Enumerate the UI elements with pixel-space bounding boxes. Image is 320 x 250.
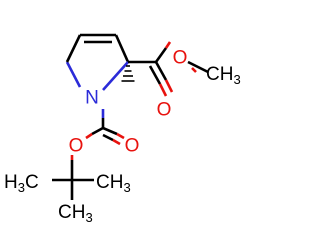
tbu-right-sub: 3 — [123, 180, 130, 195]
bond-c3-c2 — [114, 34, 130, 63]
bond-ester-o-c-part — [164, 41, 172, 49]
methyl-ester-sub: 3 — [233, 72, 240, 87]
bond-o-ch3-part — [191, 67, 197, 73]
bond-ester-c-o-double-2-part — [158, 83, 168, 97]
tbu-bottom-ch: CH — [58, 202, 85, 223]
bond-c2-n — [102, 61, 129, 91]
methyl-ester-ch3-label: CH3 — [206, 64, 241, 87]
bond-ester-c-o-double-part — [164, 79, 174, 93]
tbu-bottom-sub: 3 — [85, 210, 92, 225]
tbu-left-h: H — [4, 172, 18, 193]
bond-n-c5 — [65, 61, 82, 88]
methyl-ester-ch: CH — [206, 64, 233, 85]
boc-oxygen-single-label: O — [69, 136, 84, 157]
atom-labels: N O O CH3 O O H3C CH3 CH3 — [4, 48, 241, 225]
tbu-left-c: C — [25, 172, 39, 193]
tbu-right-ch: CH — [96, 172, 123, 193]
ester-oxygen-single-label: O — [173, 48, 188, 69]
bond-o-ch3 — [187, 60, 209, 74]
stereo-hash-wedge — [121, 65, 135, 82]
methyl-ester-group — [128, 41, 209, 97]
tbu-left-sub: 3 — [18, 180, 25, 195]
pyrroline-ring — [65, 33, 130, 91]
ester-oxygen-double-label: O — [157, 100, 172, 121]
bond-boc-c-o-double-2-part — [112, 138, 121, 146]
tbu-right-ch3-label: CH3 — [96, 172, 131, 195]
tbu-left-h3c-label: H3C — [4, 172, 39, 195]
bond-boc-c-o-double — [102, 126, 118, 136]
molecule-structure: N O O CH3 O O H3C CH3 CH3 — [4, 33, 241, 225]
bond-boc-c-o-double-part — [116, 132, 125, 140]
bond-ester-c-o-double — [154, 61, 168, 81]
bond-ester-c-o — [154, 47, 168, 63]
bond-boc-c-o-single — [91, 126, 104, 136]
bond-ester-c-o-double-2 — [148, 65, 162, 85]
boc-oxygen-double-label: O — [125, 136, 140, 157]
nitrogen-label: N — [85, 88, 99, 109]
tbu-bottom-ch3-label: CH3 — [58, 202, 93, 225]
bond-boc-c-o-single-part — [85, 132, 93, 140]
bond-boc-c-o-double-2 — [102, 133, 114, 142]
boc-group — [52, 109, 125, 200]
bond-c5-c4 — [65, 34, 82, 63]
